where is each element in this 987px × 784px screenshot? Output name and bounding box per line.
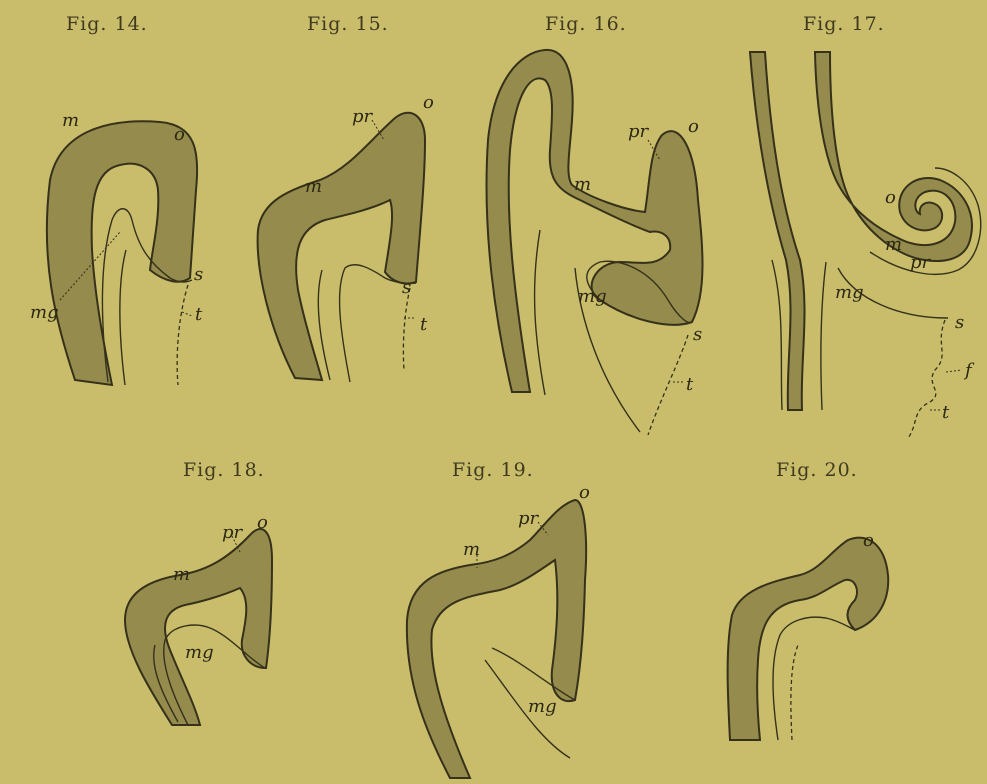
figure-18: Fig. 18. pr o m mg bbox=[125, 459, 272, 725]
fig-18-label-mg: mg bbox=[185, 642, 214, 663]
figure-16: Fig. 16. pr o m mg s t bbox=[487, 13, 703, 435]
fig-16-inner-line bbox=[535, 230, 545, 395]
fig-17-mg-left bbox=[821, 262, 826, 410]
figure-19: Fig. 19. pr o m mg bbox=[407, 459, 590, 778]
fig-20-inner-line bbox=[773, 617, 855, 740]
fig-18-title: Fig. 18. bbox=[183, 459, 265, 481]
fig-14-label-o: o bbox=[174, 124, 185, 145]
fig-14-label-mg: mg bbox=[30, 302, 59, 323]
fig-17-label-s: s bbox=[955, 312, 964, 333]
fig-14-inner-line bbox=[120, 250, 126, 385]
fig-15-wall bbox=[258, 113, 425, 380]
fig-16-label-s: s bbox=[693, 324, 702, 345]
figure-20: Fig. 20. o bbox=[728, 459, 889, 740]
fig-19-wall bbox=[407, 500, 586, 778]
fig-20-wall bbox=[728, 538, 889, 740]
fig-17-f-leader bbox=[946, 370, 962, 372]
fig-17-inner-line bbox=[772, 260, 782, 410]
fig-14-label-s: s bbox=[194, 264, 203, 285]
fig-17-t-dash bbox=[908, 320, 945, 438]
fig-15-t-dash bbox=[403, 288, 410, 370]
fig-15-label-o: o bbox=[423, 92, 434, 113]
fig-15-label-pr: pr bbox=[352, 106, 374, 127]
fig-16-wall bbox=[487, 50, 703, 392]
fig-17-coil-wall bbox=[815, 52, 972, 261]
fig-16-label-t: t bbox=[686, 374, 694, 395]
fig-14-title: Fig. 14. bbox=[66, 13, 148, 35]
fig-17-label-t: t bbox=[942, 402, 950, 423]
fig-15-label-m: m bbox=[305, 176, 322, 197]
fig-17-label-m: m bbox=[885, 234, 902, 255]
figure-17: Fig. 17. o m pr mg s f t bbox=[750, 13, 981, 438]
fig-18-wall bbox=[125, 529, 272, 725]
fig-18-label-o: o bbox=[257, 512, 268, 533]
fig-20-title: Fig. 20. bbox=[776, 459, 858, 481]
fig-17-title: Fig. 17. bbox=[803, 13, 885, 35]
figure-14: Fig. 14. m o s t mg bbox=[30, 13, 203, 385]
fig-19-label-mg: mg bbox=[528, 696, 557, 717]
fig-18-label-m: m bbox=[173, 564, 190, 585]
fig-15-title: Fig. 15. bbox=[307, 13, 389, 35]
fig-17-label-f: f bbox=[963, 360, 975, 381]
fig-14-t-dash bbox=[177, 285, 188, 385]
fig-15-inner-line bbox=[318, 270, 330, 380]
fig-19-label-o: o bbox=[579, 482, 590, 503]
fig-17-label-o: o bbox=[885, 187, 896, 208]
fig-17-label-mg: mg bbox=[835, 282, 864, 303]
fig-16-label-o: o bbox=[688, 116, 699, 137]
fig-16-label-m: m bbox=[574, 174, 591, 195]
fig-15-label-t: t bbox=[420, 314, 428, 335]
fig-15-label-s: s bbox=[402, 277, 411, 298]
fig-16-title: Fig. 16. bbox=[545, 13, 627, 35]
fig-19-title: Fig. 19. bbox=[452, 459, 534, 481]
fig-14-wall bbox=[47, 121, 197, 385]
fig-16-t-dash bbox=[648, 335, 688, 435]
fig-14-t-leader bbox=[182, 312, 192, 316]
fig-17-label-pr: pr bbox=[910, 252, 932, 273]
fig-19-label-pr: pr bbox=[518, 508, 540, 529]
fig-16-label-mg: mg bbox=[578, 286, 607, 307]
fig-14-label-m: m bbox=[62, 110, 79, 131]
fig-19-label-m: m bbox=[463, 539, 480, 560]
fig-20-label-o: o bbox=[863, 530, 874, 551]
fig-16-label-pr: pr bbox=[628, 121, 650, 142]
fig-14-label-t: t bbox=[195, 304, 203, 325]
fig-17-left-wall bbox=[750, 52, 805, 410]
fig-18-label-pr: pr bbox=[222, 522, 244, 543]
figure-15: Fig. 15. pr o m s t bbox=[258, 13, 434, 382]
fig-20-inner-dash bbox=[791, 645, 798, 740]
